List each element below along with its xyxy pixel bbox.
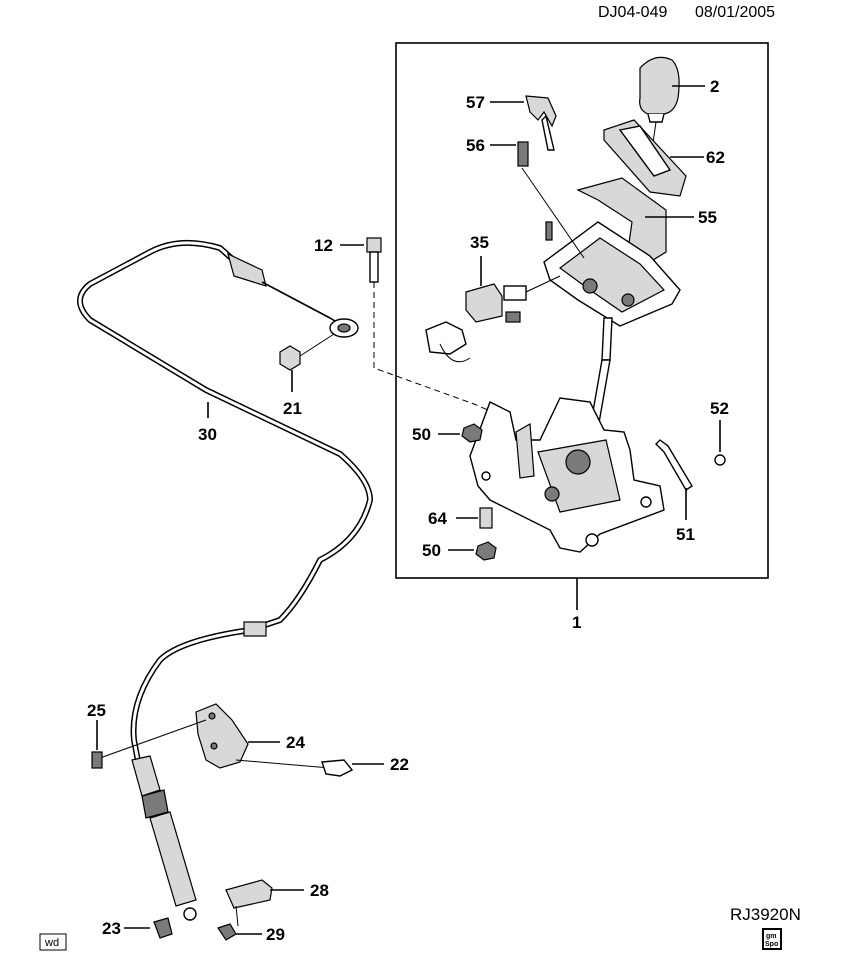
svg-text:Spo: Spo: [765, 941, 778, 948]
callout-52: 52: [710, 399, 729, 418]
corner-tag: wd: [44, 937, 59, 949]
shift-solenoid: [425, 256, 561, 363]
cable-bracket: [99, 703, 280, 769]
callout-28: 28: [310, 881, 329, 900]
drawing-date: 08/01/2005: [695, 4, 775, 21]
drawing-code: DJ04-049: [598, 4, 667, 21]
upper-housing: [543, 221, 681, 327]
clip: [490, 95, 557, 151]
callout-29: 29: [266, 925, 285, 944]
callout-56: 56: [466, 136, 485, 155]
callout-57: 57: [466, 93, 485, 112]
callout-50-upper: 50: [412, 425, 431, 444]
callout-55: 55: [698, 208, 717, 227]
indicator-plate: [603, 119, 704, 197]
shift-cable: [77, 239, 373, 921]
callout-62: 62: [706, 148, 725, 167]
callout-21: 21: [283, 399, 302, 418]
callout-23: 23: [102, 919, 121, 938]
callout-51: 51: [676, 525, 695, 544]
nut-lower: [448, 541, 497, 561]
cable-nut: [279, 333, 335, 392]
clip-23: [124, 917, 173, 939]
svg-text:gm: gm: [766, 933, 777, 940]
cable-clip: [235, 759, 384, 777]
callout-1: 1: [572, 613, 581, 632]
callout-64: 64: [428, 509, 447, 528]
screw: [91, 720, 103, 769]
assembly-frame: [395, 42, 769, 579]
pin: [714, 420, 726, 466]
bolt-leader: [373, 282, 489, 411]
base-housing: [469, 397, 665, 553]
bolt: [340, 237, 382, 283]
spring: [490, 141, 585, 259]
callout-22: 22: [390, 755, 409, 774]
callout-50-lower: 50: [422, 541, 441, 560]
nut-upper: [438, 423, 483, 443]
callout-2: 2: [710, 77, 719, 96]
retainer-clip: [655, 439, 693, 520]
callout-30: 30: [198, 425, 217, 444]
spacer: [456, 507, 493, 529]
callout-25: 25: [87, 701, 106, 720]
callout-12: 12: [314, 236, 333, 255]
shift-knob: [639, 56, 705, 151]
reference-code: RJ3920N: [730, 905, 801, 924]
cable-retainer: [225, 879, 304, 927]
nut-29: [217, 923, 262, 941]
corner-tag-box: [39, 933, 67, 951]
gm-spo-logo: gm Spo: [762, 928, 782, 950]
callout-35: 35: [470, 233, 489, 252]
callout-24: 24: [286, 733, 305, 752]
